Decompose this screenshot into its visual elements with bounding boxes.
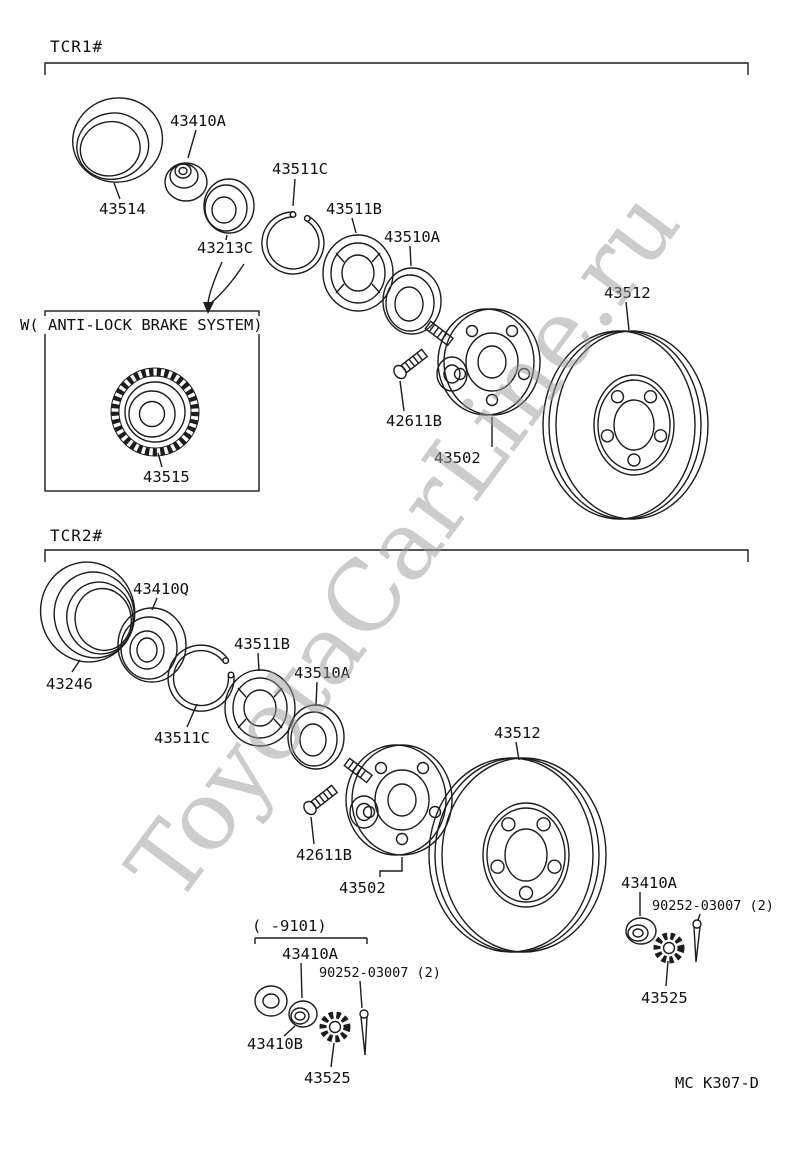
label-43502-tcr1: 43502 [434,449,481,467]
part-castle-nut-43525-left [319,1011,351,1043]
part-bearing-43511b-tcr1 [322,234,394,312]
part-snap-ring-43511c-tcr1 [261,210,325,275]
label-43511c-tcr2: 43511C [154,729,210,747]
part-bearing-cap-43410b [288,1000,318,1028]
watermark-text: ToyotaCarLine.ru [106,170,702,920]
tcr1-leader-lines [113,129,630,468]
abs-option-box [44,310,260,492]
part-bearing-cap-43410a-right [625,917,657,945]
label-90252-right: 90252-03007 (2) [652,898,774,914]
label-43511b-tcr1: 43511B [326,200,382,218]
part-washer-left-group [254,985,288,1017]
part-hub-cap-43514 [72,97,164,183]
label-43510a-tcr2: 43510A [294,664,351,682]
part-castle-nut-43525-right [653,932,685,964]
label-43410q: 43410Q [133,580,189,598]
label-43410a-left: 43410A [282,945,339,963]
part-hub-43502-tcr1 [424,308,541,416]
part-cotter-pin-right [692,919,702,963]
part-seal-43213c [203,178,255,234]
part-abs-rotor-43515 [110,367,200,457]
tcr2-section: TCR2# [39,526,774,1087]
tcr2-leader-lines [71,597,701,1068]
tcr2-bracket-line [44,549,749,562]
label-43515: 43515 [143,468,190,486]
part-hub-43502-tcr2 [343,744,453,856]
part-cotter-pin-left [359,1009,369,1056]
tcr1-title: TCR1# [50,37,103,56]
label-42611b-tcr1: 42611B [386,412,442,430]
part-seal-43410q [117,607,187,683]
label-abs-note: W( ANTI-LOCK BRAKE SYSTEM) [20,316,263,334]
part-brake-disc-43512-tcr2 [428,757,607,953]
label-43525-left: 43525 [304,1069,351,1087]
label-43410a-right: 43410A [621,874,678,892]
label-43512-tcr1: 43512 [604,284,651,302]
label-43410b: 43410B [247,1035,303,1053]
part-ring-43246 [39,561,136,663]
label-90252-left: 90252-03007 (2) [319,965,441,981]
part-hub-bolt-42611b-tcr2 [303,784,339,816]
label-43511c-tcr1: 43511C [272,160,328,178]
part-seal-43410a-tcr1 [164,162,208,202]
label-43502-tcr2: 43502 [339,879,386,897]
label-43510a-tcr1: 43510A [384,228,441,246]
part-snap-ring-43511c-tcr2 [167,644,235,712]
part-bearing-43511b-tcr2 [224,669,296,747]
label-range-note: ( -9101) [252,917,327,935]
tcr2-title: TCR2# [50,526,103,545]
label-43213c: 43213C [197,239,253,257]
label-43512-tcr2: 43512 [494,724,541,742]
tcr1-section: TCR1# [16,37,749,520]
label-43514: 43514 [99,200,146,218]
label-43511b-tcr2: 43511B [234,635,290,653]
label-43246: 43246 [46,675,93,693]
footer-code: MC K307-D [675,1074,759,1092]
part-hub-bolt-42611b-tcr1 [393,348,429,380]
label-43525-right: 43525 [641,989,688,1007]
part-seal-43510a-tcr1 [382,267,442,335]
tcr1-bracket-line [44,62,749,75]
label-42611b-tcr2: 42611B [296,846,352,864]
part-brake-disc-43512-tcr1 [542,330,709,520]
abs-pointer-arrow [203,261,245,314]
label-43410a-tcr1: 43410A [170,112,227,130]
abs-note-backplate [16,316,282,334]
